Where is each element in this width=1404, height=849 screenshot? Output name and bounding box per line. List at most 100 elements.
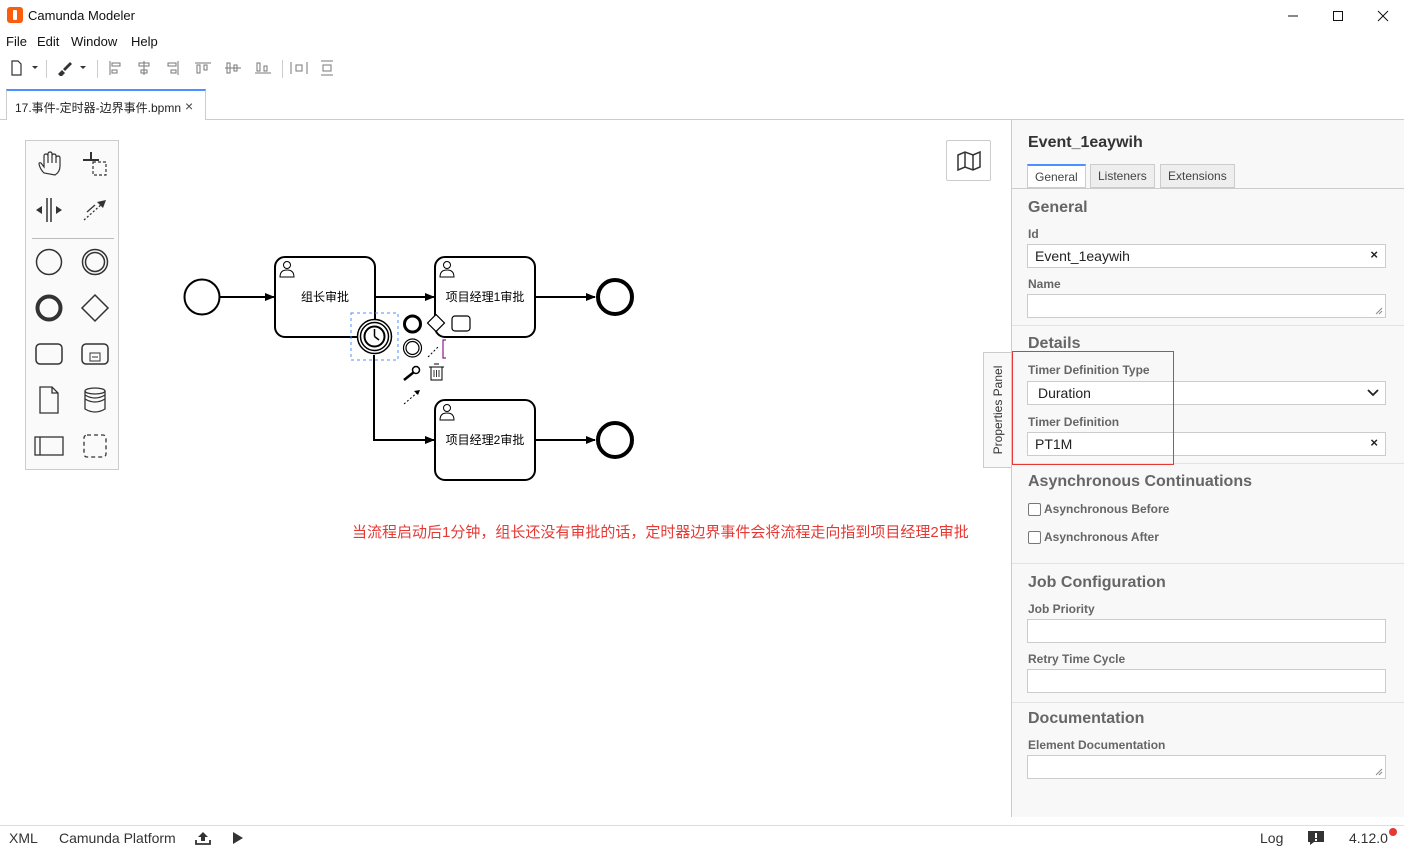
align-middle-icon [225, 62, 241, 74]
async-after-checkbox[interactable] [1028, 530, 1041, 544]
id-input[interactable]: Event_1eaywih × [1027, 244, 1386, 268]
space-tool-button[interactable] [31, 192, 67, 228]
global-connect-tool-button[interactable] [77, 192, 113, 228]
group-separator [1012, 563, 1404, 564]
menu-window[interactable]: Window [71, 34, 118, 49]
start-event-icon [35, 248, 63, 276]
end-event[interactable] [596, 278, 634, 316]
create-data-object-button[interactable] [31, 382, 67, 418]
subprocess-icon [81, 343, 109, 365]
user-task-group-leader[interactable] [274, 256, 376, 338]
xml-toggle[interactable]: XML [9, 830, 38, 846]
start-event[interactable] [183, 278, 221, 316]
distribute-horizontal-button[interactable] [288, 58, 310, 78]
name-label: Name [1028, 277, 1061, 291]
group-title-job: Job Configuration [1028, 574, 1166, 591]
align-top-button[interactable] [192, 58, 214, 78]
user-icon [279, 261, 295, 278]
pool-icon [34, 436, 64, 456]
append-gateway-icon[interactable] [426, 313, 446, 333]
async-after-row[interactable]: Asynchronous After [1028, 530, 1159, 544]
create-gateway-button[interactable] [77, 290, 113, 326]
create-data-store-button[interactable] [77, 382, 113, 418]
paintbrush-icon [58, 62, 86, 76]
feedback-button[interactable] [1307, 830, 1325, 846]
text-annotation-icon[interactable] [427, 339, 446, 359]
align-right-button[interactable] [162, 58, 184, 78]
timer-definition-label: Timer Definition [1028, 415, 1120, 429]
tab-listeners[interactable]: Listeners [1090, 164, 1155, 188]
data-store-icon [84, 387, 106, 413]
gateway-icon [80, 293, 110, 323]
sequence-flow-timeout[interactable] [373, 355, 435, 444]
chevron-down-icon [1367, 389, 1379, 397]
retry-cycle-input[interactable] [1027, 669, 1386, 693]
data-object-icon [39, 386, 59, 414]
element-documentation-input[interactable] [1027, 755, 1386, 779]
maximize-button[interactable] [1315, 3, 1361, 29]
file-tab[interactable]: 17.事件-定时器-边界事件.bpmn × [6, 89, 206, 120]
align-left-button[interactable] [104, 58, 126, 78]
log-toggle[interactable]: Log [1260, 830, 1284, 846]
async-before-checkbox[interactable] [1028, 502, 1041, 516]
deploy-button[interactable] [194, 830, 212, 846]
id-value: Event_1eaywih [1035, 248, 1130, 264]
create-task-button[interactable] [31, 336, 67, 372]
id-label: Id [1028, 227, 1039, 241]
close-window-button[interactable] [1360, 3, 1404, 29]
close-icon [1377, 10, 1389, 22]
align-center-button[interactable] [133, 58, 155, 78]
wrench-icon[interactable] [403, 365, 421, 381]
job-priority-input[interactable] [1027, 619, 1386, 643]
create-subprocess-button[interactable] [77, 336, 113, 372]
clear-timer-definition-button[interactable]: × [1370, 435, 1378, 450]
user-icon [439, 261, 455, 278]
end-event[interactable] [596, 421, 634, 459]
space-tool-icon [36, 198, 62, 222]
tab-general[interactable]: General [1027, 164, 1086, 188]
platform-label[interactable]: Camunda Platform [59, 830, 176, 846]
name-input[interactable] [1027, 294, 1386, 318]
minimap-toggle-button[interactable] [946, 140, 991, 181]
new-file-button[interactable] [6, 58, 40, 78]
tab-extensions[interactable]: Extensions [1160, 164, 1235, 188]
trash-icon[interactable] [429, 363, 444, 381]
timer-type-value: Duration [1038, 385, 1091, 401]
align-bottom-button[interactable] [252, 58, 274, 78]
status-bar: XML Camunda Platform Log 4.12.0 [0, 825, 1404, 849]
create-group-button[interactable] [77, 428, 113, 464]
create-intermediate-event-button[interactable] [77, 244, 113, 280]
align-right-icon [167, 61, 179, 75]
timer-clock-icon [363, 325, 386, 348]
timer-boundary-event[interactable] [356, 318, 393, 355]
menu-help[interactable]: Help [131, 34, 158, 49]
palette-separator [32, 238, 114, 239]
clear-id-button[interactable]: × [1370, 247, 1378, 262]
distribute-vertical-button[interactable] [317, 58, 339, 78]
minimize-button[interactable] [1270, 3, 1316, 29]
connect-arrow-icon[interactable] [403, 390, 420, 405]
timer-type-select[interactable]: Duration [1027, 381, 1386, 405]
hand-tool-button[interactable] [31, 146, 67, 182]
create-pool-button[interactable] [31, 428, 67, 464]
append-task-icon[interactable] [451, 315, 471, 332]
lasso-tool-button[interactable] [77, 146, 113, 182]
menu-edit[interactable]: Edit [37, 34, 60, 49]
align-middle-button[interactable] [222, 58, 244, 78]
properties-panel-toggle[interactable]: Properties Panel [983, 352, 1011, 468]
append-end-event-icon[interactable] [403, 314, 422, 334]
minimize-icon [1288, 15, 1298, 17]
async-before-row[interactable]: Asynchronous Before [1028, 502, 1169, 516]
edit-tools-button[interactable] [54, 58, 90, 78]
async-after-label: Asynchronous After [1044, 530, 1159, 544]
bpmn-canvas[interactable]: 组长审批 项目经理1审批 项目经理2审批 当流程启动后1分钟，组长还没有审批的话… [0, 120, 1011, 817]
user-task-pm2[interactable] [434, 399, 536, 481]
task-label: 项目经理1审批 [445, 290, 525, 304]
file-tab-close-button[interactable]: × [185, 98, 194, 114]
start-instance-button[interactable] [229, 830, 247, 846]
create-end-event-button[interactable] [31, 290, 67, 326]
timer-definition-input[interactable]: PT1M × [1027, 432, 1386, 456]
menu-file[interactable]: File [6, 34, 27, 49]
create-start-event-button[interactable] [31, 244, 67, 280]
append-intermediate-event-icon[interactable] [402, 338, 423, 358]
